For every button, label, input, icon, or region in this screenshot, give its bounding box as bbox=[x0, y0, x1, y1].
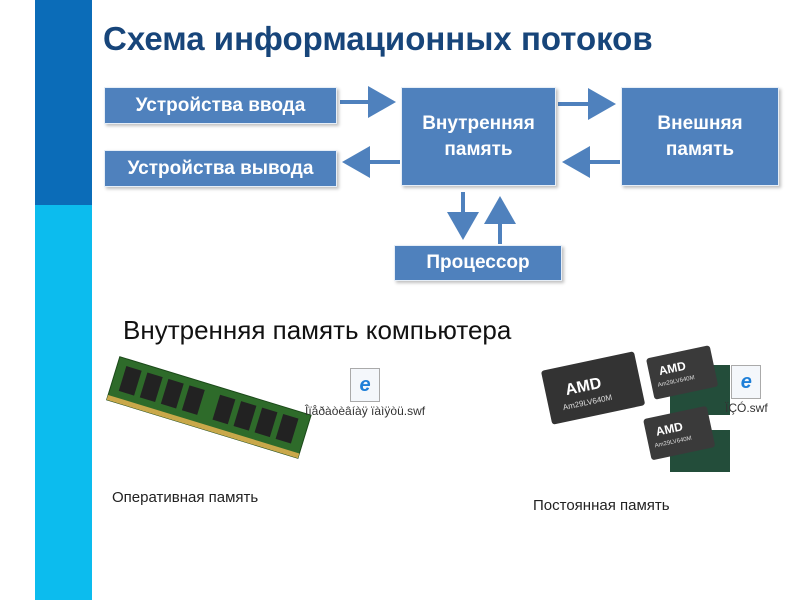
ie-file-icon: e bbox=[350, 368, 381, 402]
side-bar-dark bbox=[35, 0, 92, 205]
input-devices-box: Устройства ввода bbox=[104, 87, 337, 124]
slide-title: Схема информационных потоков bbox=[103, 20, 653, 57]
chip-brand-label: AMD bbox=[657, 359, 687, 378]
output-devices-box: Устройства вывода bbox=[104, 150, 337, 187]
section-heading: Внутренняя память компьютера bbox=[123, 315, 512, 345]
rom-chips-image: AMD Am29LV640M AMD Am29LV640M AMD Am29LV… bbox=[541, 345, 730, 472]
ie-file-icon: e bbox=[731, 365, 762, 399]
processor-box: Процессор bbox=[394, 245, 562, 281]
chip-brand-label: AMD bbox=[654, 419, 684, 438]
internal-memory-box: Внутренняя память bbox=[401, 87, 556, 186]
ram-file-name: Îïåðàòèâíàÿ ïàìÿòü.swf bbox=[305, 404, 426, 418]
rom-swf-file[interactable]: e ÏÇÓ.swf bbox=[725, 365, 768, 415]
ram-swf-file[interactable]: e Îïåðàòèâíàÿ ïàìÿòü.swf bbox=[305, 368, 425, 418]
rom-chip-top: AMD Am29LV640M bbox=[646, 345, 718, 400]
ram-caption: Оперативная память bbox=[112, 489, 259, 506]
rom-chip-large: AMD Am29LV640M bbox=[541, 351, 645, 425]
rom-file-name: ÏÇÓ.swf bbox=[725, 401, 768, 415]
side-bar-light bbox=[35, 205, 92, 600]
rom-chip-bottom: AMD Am29LV640M bbox=[643, 406, 715, 460]
external-memory-box: Внешняя память bbox=[621, 87, 779, 186]
rom-caption: Постоянная память bbox=[533, 497, 670, 514]
ram-module-image bbox=[106, 356, 312, 459]
